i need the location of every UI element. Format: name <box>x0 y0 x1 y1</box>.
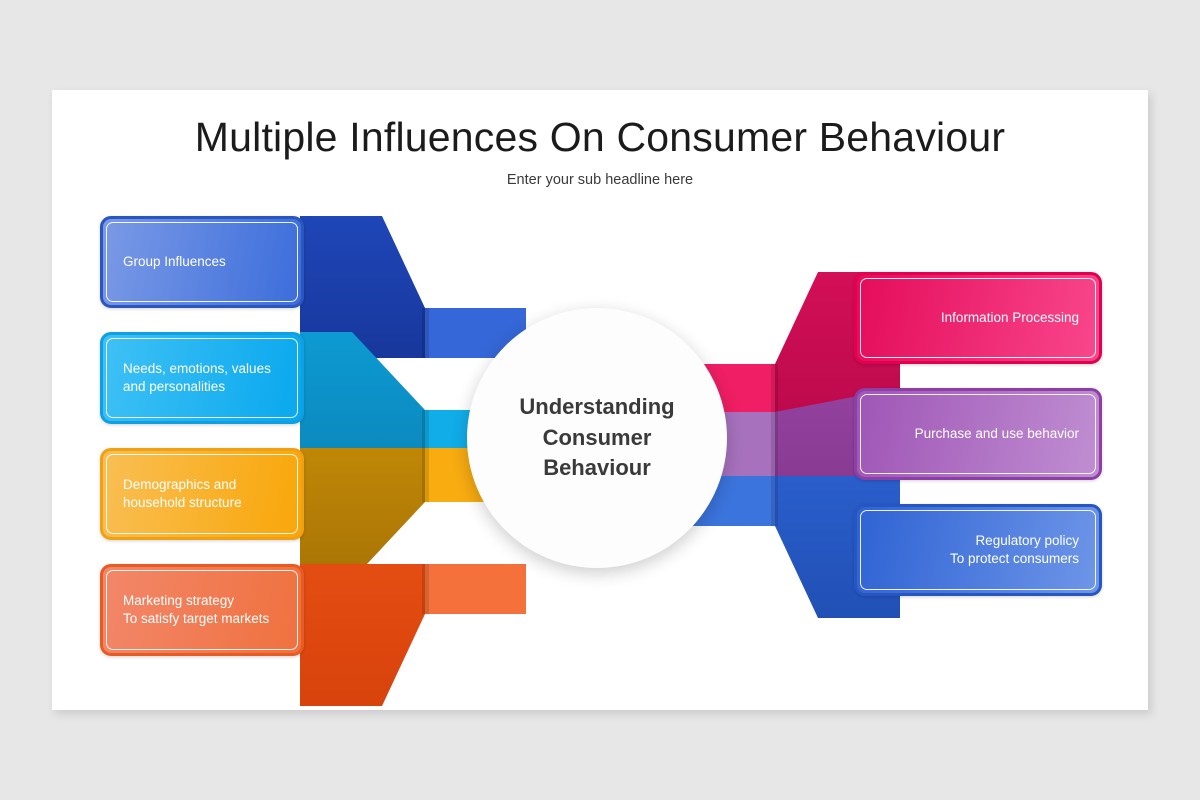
card-inner: Needs, emotions, values and personalitie… <box>106 338 298 418</box>
card-label: Regulatory policy To protect consumers <box>949 533 1079 566</box>
card-inner: Marketing strategy To satisfy target mar… <box>106 570 298 650</box>
center-hub-label: Understanding Consumer Behaviour <box>519 394 675 481</box>
center-hub[interactable]: Understanding Consumer Behaviour <box>467 308 727 568</box>
influence-card-group-influences[interactable]: Group Influences <box>100 216 304 308</box>
card-label: Purchase and use behavior <box>914 426 1079 442</box>
influence-card-purchase-behavior[interactable]: Purchase and use behavior <box>854 388 1102 480</box>
card-inner: Group Influences <box>106 222 298 302</box>
ribbon-left-3 <box>300 564 526 706</box>
influence-card-needs-emotions[interactable]: Needs, emotions, values and personalitie… <box>100 332 304 424</box>
card-label: Information Processing <box>940 310 1079 326</box>
card-label: Demographics and household structure <box>123 477 242 510</box>
card-inner: Information Processing <box>860 278 1096 358</box>
influence-card-marketing-strategy[interactable]: Marketing strategy To satisfy target mar… <box>100 564 304 656</box>
influence-card-regulatory-policy[interactable]: Regulatory policy To protect consumers <box>854 504 1102 596</box>
slide-canvas: Multiple Influences On Consumer Behaviou… <box>52 90 1148 710</box>
diagram-stage: Group Influences Needs, emotions, values… <box>52 90 1148 710</box>
card-label: Marketing strategy To satisfy target mar… <box>123 593 270 626</box>
ribbon-left-0 <box>300 216 526 358</box>
card-inner: Regulatory policy To protect consumers <box>860 510 1096 590</box>
page-title: Multiple Influences On Consumer Behaviou… <box>194 114 1006 160</box>
card-label: Needs, emotions, values and personalitie… <box>123 361 271 394</box>
influence-card-demographics[interactable]: Demographics and household structure <box>100 448 304 540</box>
card-inner: Demographics and household structure <box>106 454 298 534</box>
influence-card-information-processing[interactable]: Information Processing <box>854 272 1102 364</box>
card-label: Group Influences <box>123 254 226 270</box>
card-inner: Purchase and use behavior <box>860 394 1096 474</box>
page-subtitle: Enter your sub headline here <box>506 172 694 188</box>
